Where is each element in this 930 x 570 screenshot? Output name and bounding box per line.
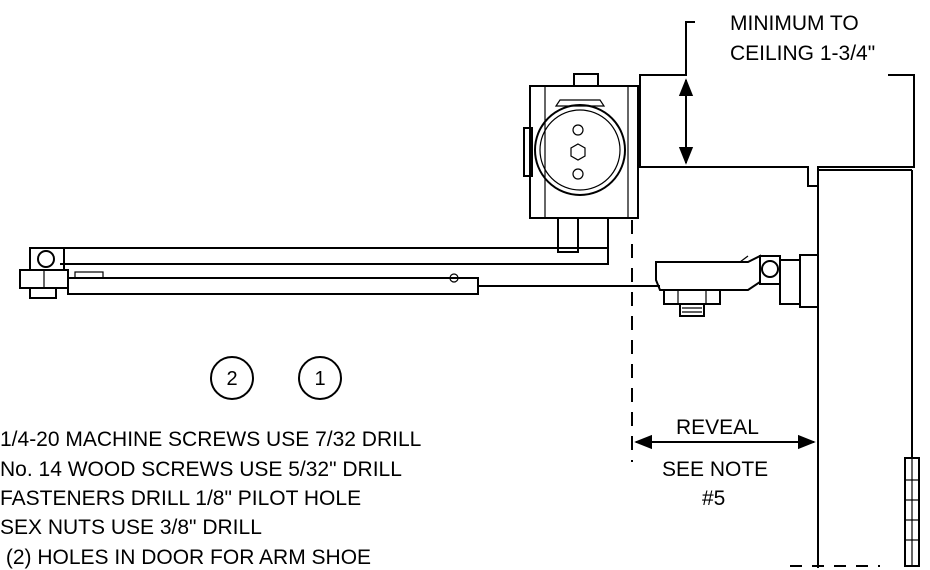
forearm <box>67 271 660 295</box>
reveal-label: REVEAL <box>676 416 759 439</box>
arm-shoe <box>655 254 819 308</box>
svg-text:1: 1 <box>314 368 325 390</box>
note-line: (2) HOLES IN DOOR FOR ARM SHOE <box>0 546 371 569</box>
hinge-icon <box>904 457 920 567</box>
marker-circle-2: 2 <box>210 356 254 400</box>
note-line: No. 14 WOOD SCREWS USE 5/32" DRILL <box>0 458 402 481</box>
closer-body <box>523 73 639 253</box>
note-line: SEX NUTS USE 3/8" DRILL <box>0 516 262 539</box>
nut-and-screw <box>663 289 721 317</box>
note-line: FASTENERS DRILL 1/8" PILOT HOLE <box>0 487 361 510</box>
main-arm <box>29 218 609 271</box>
door-frame <box>817 169 913 568</box>
note-line: 1/4-20 MACHINE SCREWS USE 7/32 DRILL <box>0 428 421 451</box>
ceiling-outline <box>639 21 915 187</box>
ceiling-callout-line2: CEILING 1-3/4" <box>730 42 875 65</box>
note-number-label: #5 <box>702 487 725 510</box>
svg-text:2: 2 <box>226 368 237 390</box>
marker-circle-1: 1 <box>298 356 342 400</box>
see-note-label: SEE NOTE <box>662 458 768 481</box>
pivot-assembly <box>19 269 69 299</box>
ceiling-callout-line1: MINIMUM TO <box>730 12 859 35</box>
